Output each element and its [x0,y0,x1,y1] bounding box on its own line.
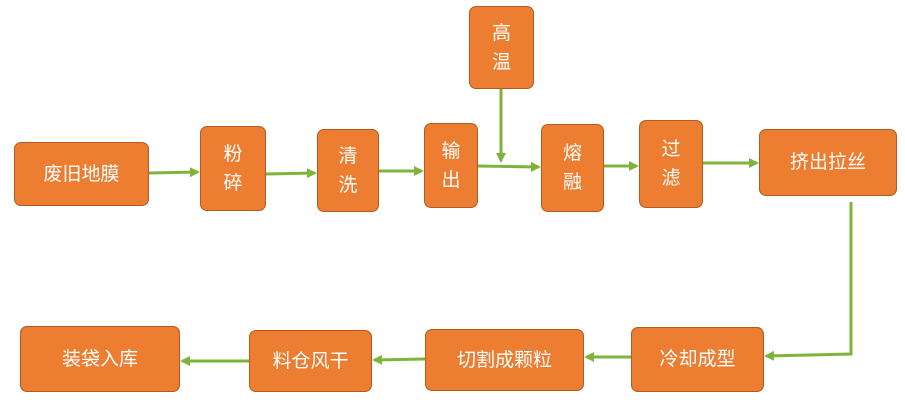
node-clean: 清 洗 [317,129,379,212]
arrow-extrude-to-cool [764,202,853,361]
node-output: 输 出 [424,123,478,208]
arrow-output-to-melt [477,161,541,172]
node-extrude: 挤出拉丝 [759,129,897,196]
node-melt: 熔 融 [541,124,604,212]
node-filter: 过 滤 [639,120,703,208]
node-dry: 料仓风干 [249,330,372,392]
node-crush: 粉 碎 [200,126,266,211]
node-cool: 冷却成型 [631,327,764,392]
arrow-waste-to-crush [148,167,200,178]
node-high-temp: 高 温 [469,6,534,89]
arrow-cut-to-dry [372,354,426,365]
arrow-crush-to-clean [265,168,317,179]
node-waste-film: 废旧地膜 [14,142,149,206]
node-pack: 装袋入库 [20,326,180,392]
node-cut: 切割成颗粒 [425,329,584,391]
